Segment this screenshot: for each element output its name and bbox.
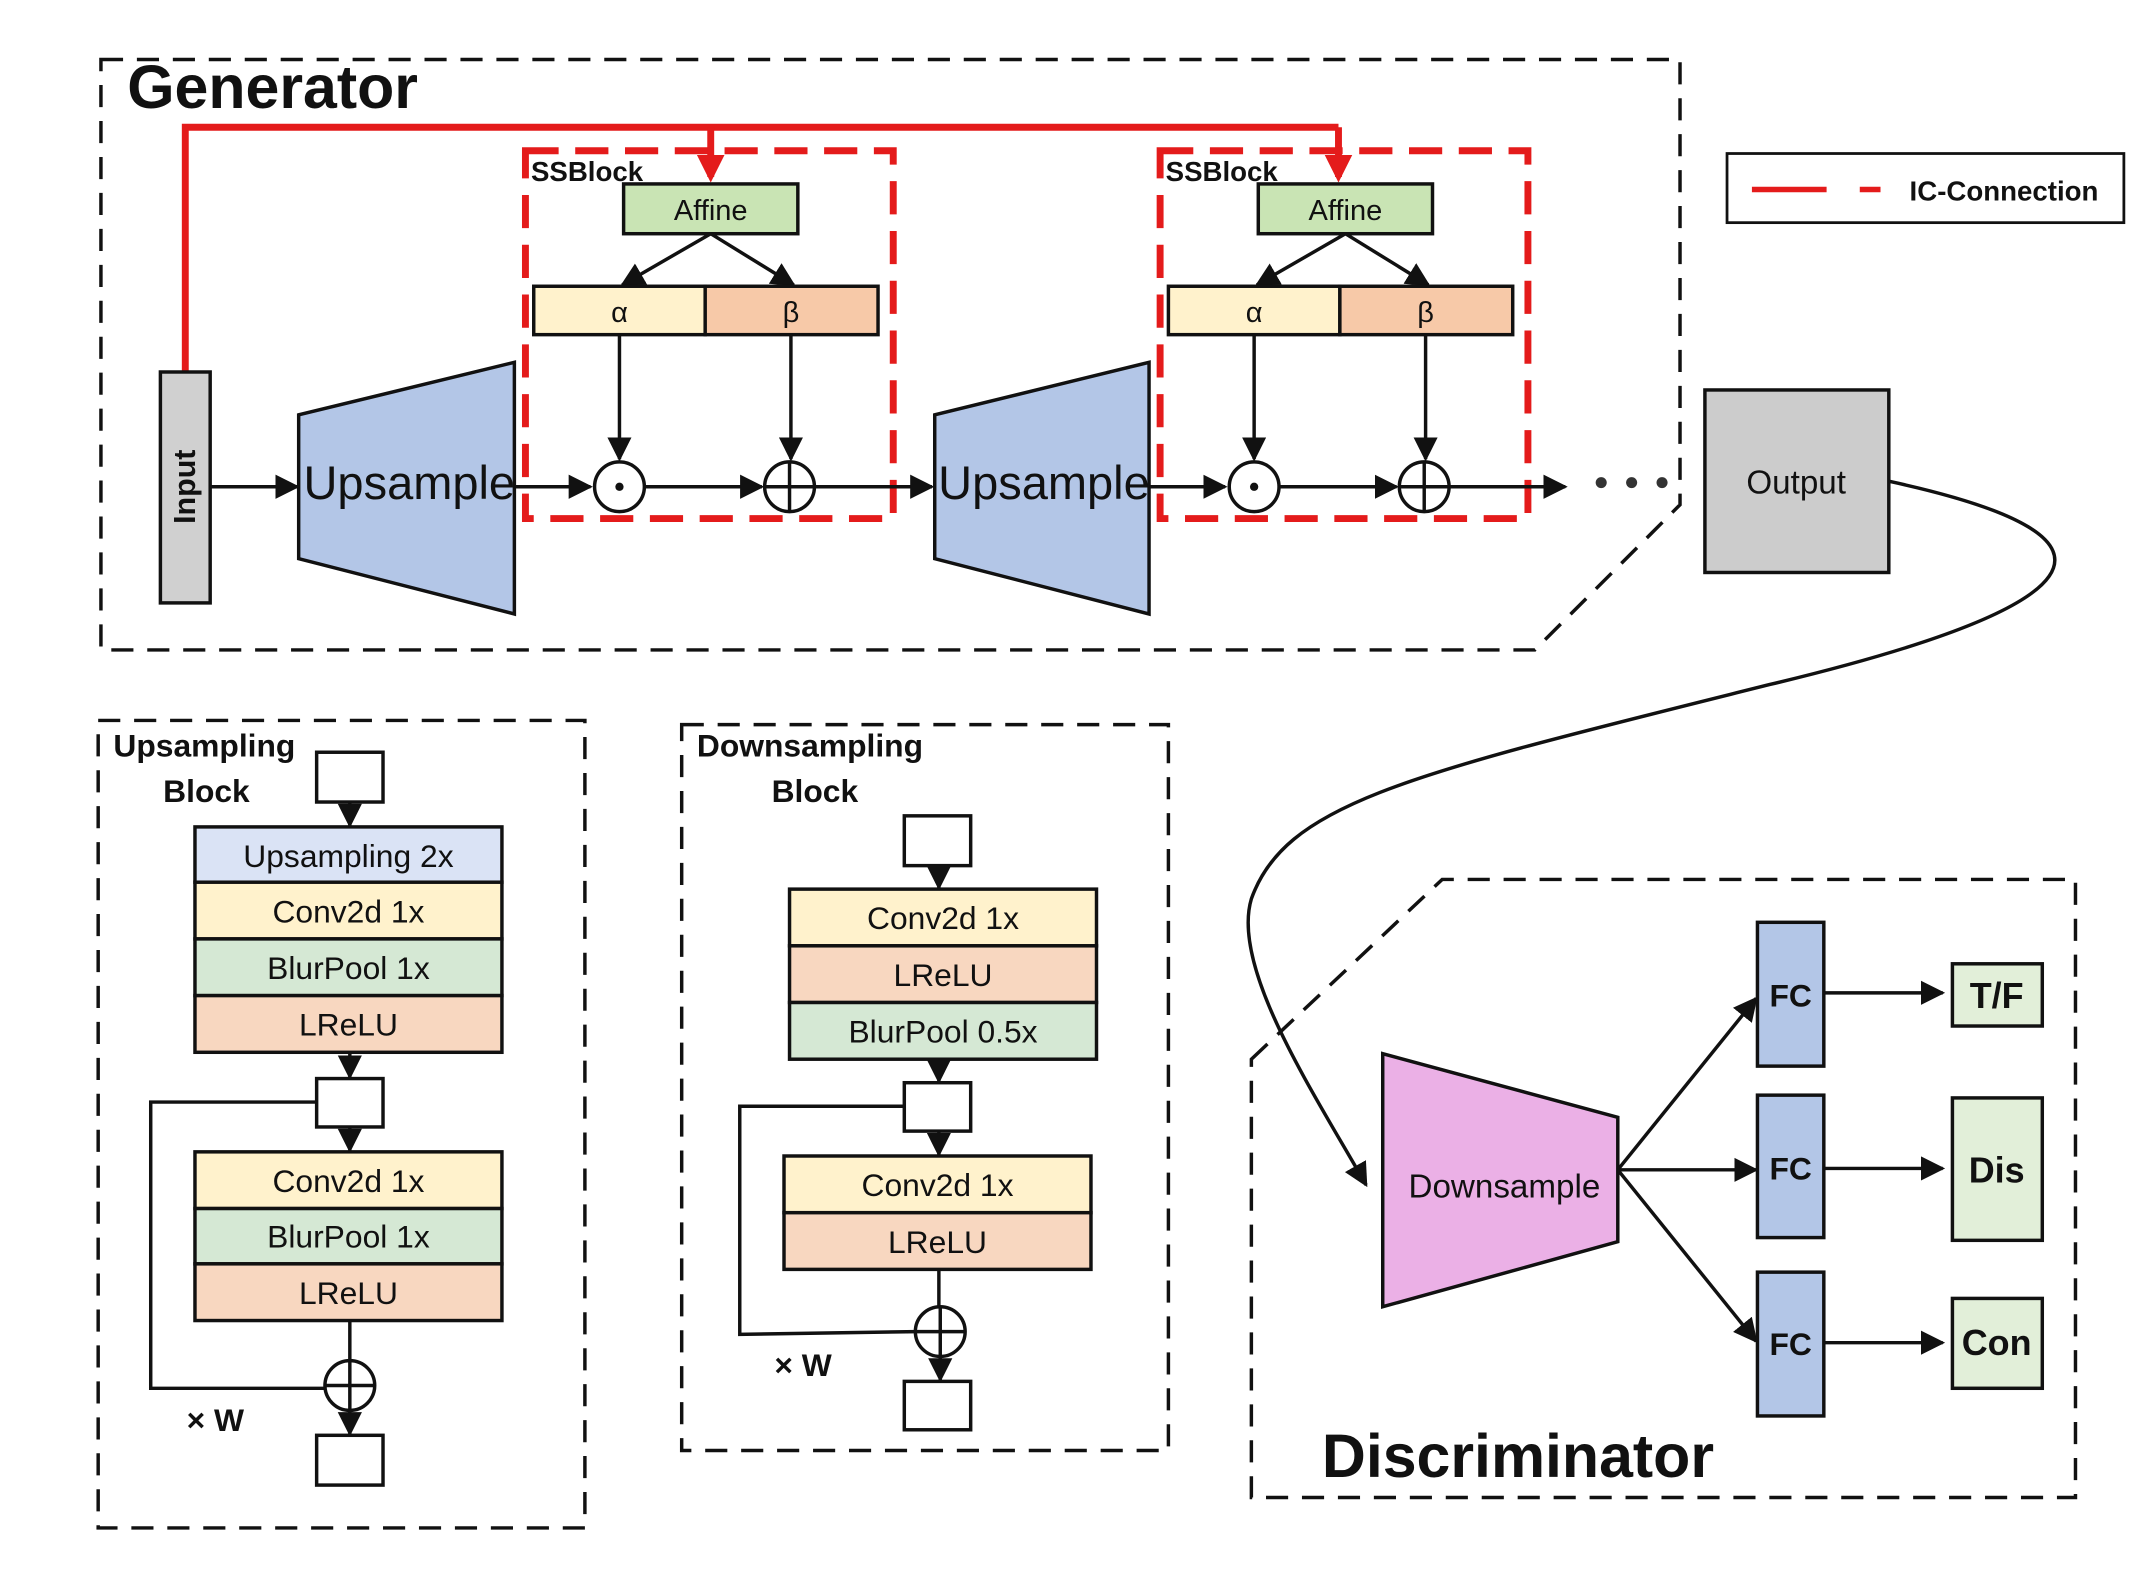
down-conv2d-label-2: Conv2d 1x: [861, 1167, 1013, 1203]
svg-text:Downsampling: Downsampling: [697, 727, 923, 763]
up-blurpool-label-2: BlurPool 1x: [267, 1218, 430, 1254]
svg-text:FC: FC: [1769, 1151, 1811, 1187]
beta-box-1: [703, 284, 880, 337]
svg-text:× W: × W: [187, 1402, 244, 1438]
affine-box-2: [1256, 182, 1435, 236]
svg-text:SSBlock: SSBlock: [1166, 156, 1279, 187]
svg-text:FC: FC: [1769, 1326, 1811, 1362]
svg-text:Downsample: Downsample: [1409, 1168, 1601, 1205]
up-blurpool-label-1: BlurPool 1x: [267, 950, 430, 986]
svg-text:FC: FC: [1769, 978, 1811, 1014]
svg-text:Affine: Affine: [674, 195, 748, 227]
output-con-box: [1950, 1296, 2045, 1391]
down-lrelu-label-1: LReLU: [894, 957, 993, 993]
generator-panel: Generator Input Upsample SSBlock Affine: [99, 53, 1682, 652]
output-block: Output: [1703, 388, 1891, 575]
up-conv2d-label-1: Conv2d 1x: [272, 893, 424, 929]
svg-text:β: β: [1417, 297, 1434, 329]
svg-text:Block: Block: [163, 773, 250, 809]
output-tf-box: [1950, 962, 2045, 1028]
generator-title: Generator: [127, 53, 418, 121]
downsampling-block-panel: Downsampling Block Conv2d 1x LReLU BlurP…: [679, 722, 1171, 1453]
fc-box-1: [1755, 920, 1826, 1068]
up-conv2d-label-2: Conv2d 1x: [272, 1163, 424, 1199]
svg-text:Upsample: Upsample: [938, 456, 1150, 509]
svg-text:SSBlock: SSBlock: [531, 156, 644, 187]
upsample-trapezoid-2: Upsample: [932, 360, 1151, 617]
downsample-trapezoid: Downsample: [1381, 1051, 1620, 1309]
svg-text:T/F: T/F: [1970, 975, 2024, 1016]
ellipsis-dots: [1595, 477, 1668, 489]
svg-text:Affine: Affine: [1309, 195, 1383, 227]
svg-text:Dis: Dis: [1969, 1149, 2025, 1190]
legend: IC-Connection: [1725, 152, 2126, 225]
up-lrelu-label-1: LReLU: [299, 1007, 398, 1043]
upsample-trapezoid-1: Upsample: [296, 360, 517, 617]
svg-text:α: α: [1246, 297, 1263, 329]
fc-box-2: [1755, 1093, 1826, 1240]
upsampling-2x-label: Upsampling 2x: [243, 838, 453, 874]
ssblock-2: SSBlock Affine α β: [1156, 147, 1532, 523]
beta-box-2: [1338, 284, 1515, 337]
down-conv2d-label-1: Conv2d 1x: [867, 900, 1019, 936]
upsampling-block-panel: Upsampling Block Upsampling 2x Conv2d 1x…: [96, 718, 587, 1530]
input-block: Input: [158, 370, 212, 605]
svg-text:× W: × W: [774, 1347, 831, 1383]
affine-box-1: [621, 182, 800, 236]
generator-border: [99, 57, 1682, 652]
legend-ic-connection-label: IC-Connection: [1910, 176, 2099, 207]
svg-text:α: α: [611, 297, 628, 329]
svg-text:Upsample: Upsample: [303, 456, 515, 509]
ssblock-1: SSBlock Affine α β: [521, 147, 897, 523]
down-lrelu-label-2: LReLU: [888, 1224, 987, 1260]
down-blurpool-label: BlurPool 0.5x: [848, 1014, 1037, 1050]
svg-text:β: β: [783, 297, 800, 329]
output-dis-box: [1950, 1096, 2045, 1243]
discriminator-title: Discriminator: [1322, 1422, 1714, 1490]
svg-text:Output: Output: [1746, 465, 1846, 502]
discriminator-panel: Discriminator Downsample FC FC FC T/F Di…: [1249, 877, 2078, 1500]
svg-text:Block: Block: [772, 773, 859, 809]
svg-text:Con: Con: [1962, 1322, 2032, 1363]
output-to-discriminator-curve: [1246, 479, 2057, 1188]
svg-text:Input: Input: [168, 450, 202, 524]
fc-box-3: [1755, 1270, 1826, 1418]
svg-text:Upsampling: Upsampling: [113, 727, 295, 763]
up-lrelu-label-2: LReLU: [299, 1275, 398, 1311]
